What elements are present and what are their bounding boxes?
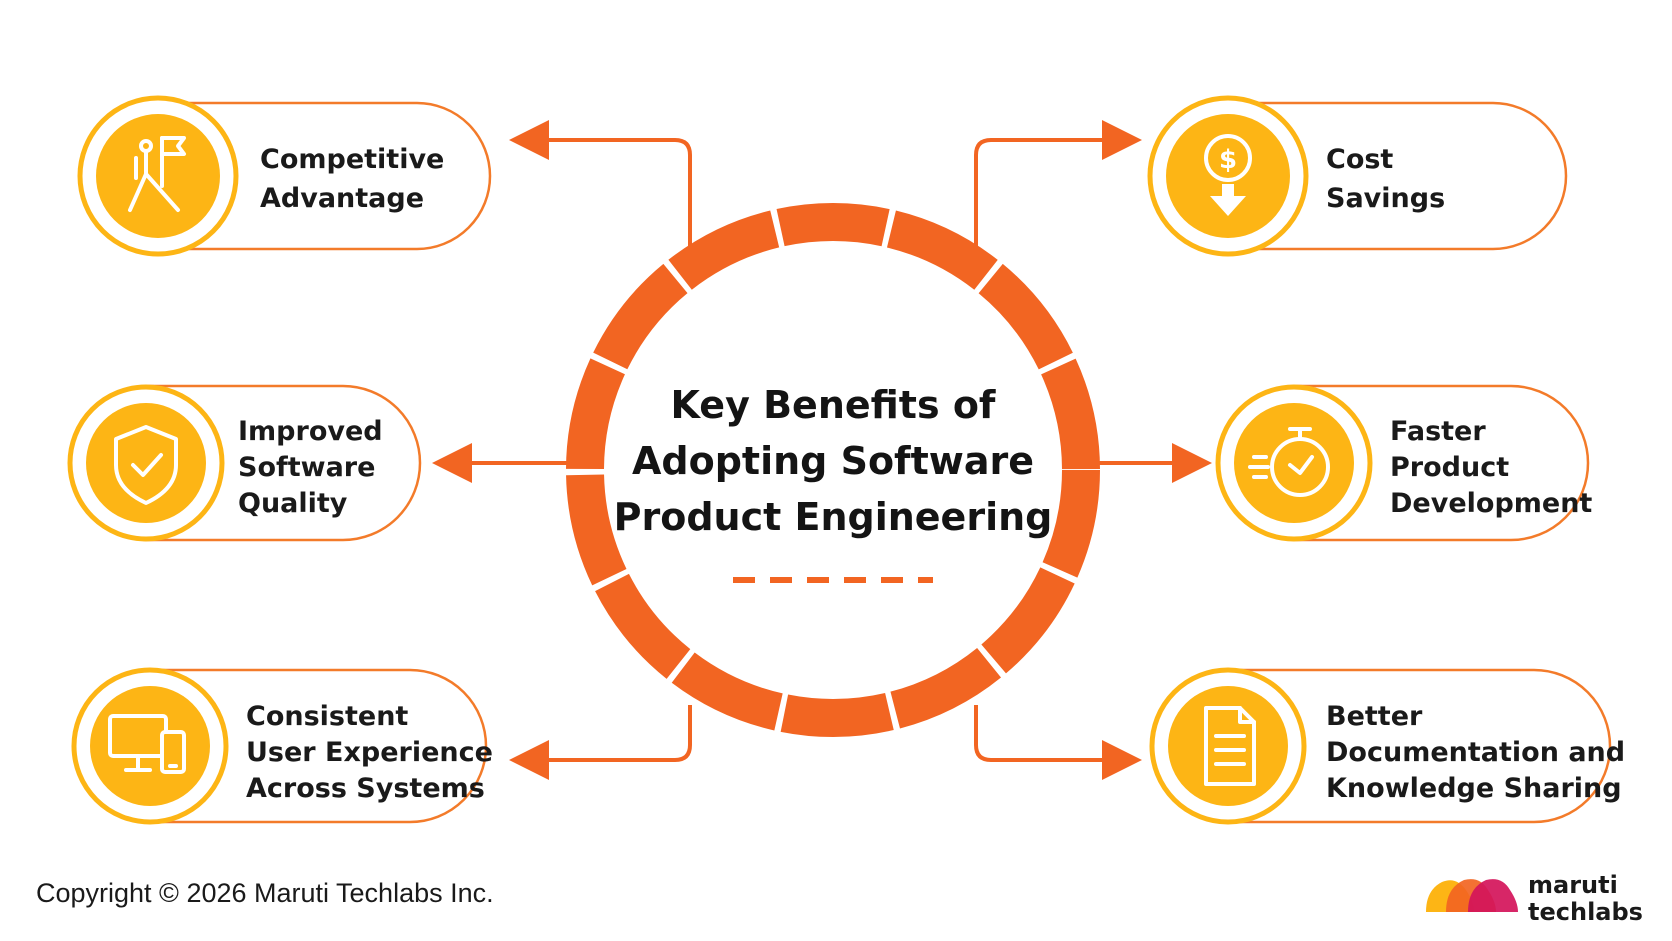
cost-line-2: Savings [1326,183,1445,214]
copyright-text: Copyright © 2026 Maruti Techlabs Inc. [36,878,494,908]
connector-competitive-advantage [509,120,692,255]
devices-icon [108,714,186,774]
documentation-line-3: Knowledge Sharing [1326,773,1622,804]
competitive-line-2: Advantage [260,183,424,214]
connector-cost-savings [974,120,1142,255]
ux-line-3: Across Systems [246,773,485,804]
quality-line-1: Improved [238,416,383,447]
card-faster-development: Faster Product Development [1215,384,1592,542]
connector-consistent-ux [509,705,692,780]
ux-line-1: Consistent [246,701,408,732]
card-better-documentation: Better Documentation and Knowledge Shari… [1149,667,1625,825]
card-cost-savings: $ Cost Savings [1147,95,1568,257]
cost-line-1: Cost [1326,144,1393,175]
card-consistent-ux: Consistent User Experience Across System… [71,667,493,825]
ring-segments [566,203,1100,737]
ux-line-2: User Experience [246,737,493,768]
faster-line-3: Development [1390,488,1592,519]
competitive-line-1: Competitive [260,144,444,175]
ring-inner-fill [605,242,1061,698]
shield-check-icon [114,425,178,505]
logo-text-line-2: techlabs [1528,898,1643,926]
quality-line-3: Quality [238,488,348,519]
logo-mark-icon [1426,879,1518,912]
maruti-techlabs-logo: maruti techlabs [1426,871,1643,926]
flag-person-icon [128,136,186,212]
stopwatch-icon [1248,427,1330,497]
document-icon [1204,706,1256,786]
title-line-3: Product Engineering [614,495,1053,539]
faster-line-1: Faster [1390,416,1486,447]
connector-better-documentation [974,705,1142,780]
title-line-1: Key Benefits of [671,383,996,427]
documentation-line-1: Better [1326,701,1423,732]
svg-text:$: $ [1219,145,1237,175]
dollar-down-icon: $ [1204,134,1252,216]
central-title: Key Benefits of Adopting Software Produc… [614,383,1053,583]
quality-line-2: Software [238,452,375,483]
logo-text-line-1: maruti [1528,871,1618,899]
title-line-2: Adopting Software [632,439,1034,483]
card-improved-quality: Improved Software Quality [67,384,422,542]
card-competitive-advantage: Competitive Advantage [77,95,492,257]
central-ring [566,203,1100,737]
faster-line-2: Product [1390,452,1509,483]
documentation-line-2: Documentation and [1326,737,1625,768]
